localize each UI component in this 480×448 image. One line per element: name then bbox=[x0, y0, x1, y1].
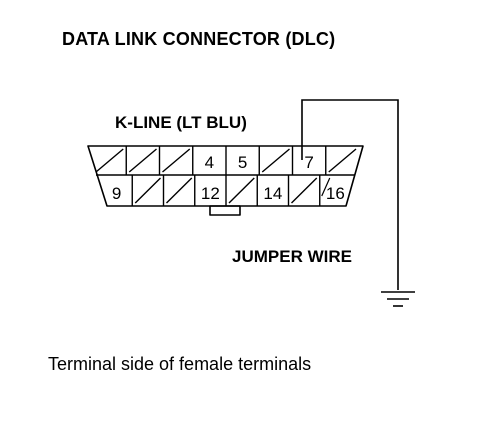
terminal-number: 14 bbox=[263, 184, 282, 203]
blank-terminal-hatch bbox=[128, 148, 157, 173]
blank-terminal-hatch bbox=[328, 148, 357, 173]
connector-key-tab bbox=[209, 205, 241, 216]
terminal-number: 7 bbox=[304, 153, 313, 172]
terminal-number: 16 bbox=[326, 184, 345, 203]
blank-terminal-hatch bbox=[291, 177, 318, 204]
diagram-title: DATA LINK CONNECTOR (DLC) bbox=[62, 29, 336, 49]
jumper-wire bbox=[301, 99, 399, 290]
blank-terminal-hatch bbox=[228, 177, 255, 204]
jumper-wire-line bbox=[301, 99, 399, 290]
terminal-number: 9 bbox=[112, 184, 121, 203]
caption: Terminal side of female terminals bbox=[48, 354, 312, 374]
terminal-corner-hatch bbox=[321, 177, 331, 197]
terminal-number: 5 bbox=[238, 153, 247, 172]
blank-terminal-hatch bbox=[261, 148, 290, 173]
blank-terminal-hatch bbox=[95, 148, 124, 173]
blank-terminal-hatch bbox=[162, 148, 191, 173]
jumper-wire-label: JUMPER WIRE bbox=[232, 247, 352, 266]
terminal-number: 4 bbox=[205, 153, 214, 172]
blank-terminal-hatch bbox=[134, 177, 161, 204]
terminal-cells: 4 5 7 9 12 14 16 bbox=[95, 146, 357, 206]
blank-terminal-hatch bbox=[166, 177, 193, 204]
k-line-label: K-LINE (LT BLU) bbox=[115, 113, 247, 132]
connector-outline bbox=[87, 145, 364, 207]
terminal-number: 12 bbox=[201, 184, 220, 203]
ground-icon bbox=[381, 291, 415, 307]
